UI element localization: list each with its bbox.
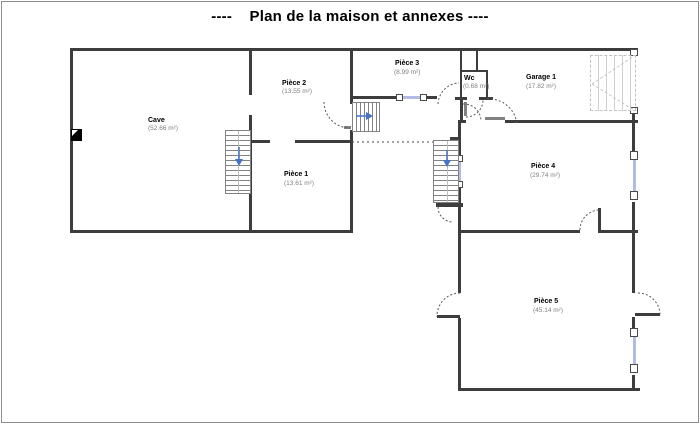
room-area-wc: (0.68 m²) xyxy=(463,83,490,90)
wall xyxy=(437,315,460,318)
wall xyxy=(350,130,353,233)
wall xyxy=(458,318,461,391)
wall xyxy=(598,208,601,233)
door-arc-piece4-entry xyxy=(462,103,482,122)
window-end xyxy=(630,151,638,160)
room-label-piece3: Pièce 3 xyxy=(395,60,420,67)
wall xyxy=(635,313,660,316)
door-leaf xyxy=(485,117,505,120)
wall xyxy=(249,51,252,95)
window xyxy=(633,160,636,191)
wall xyxy=(632,375,635,391)
wall xyxy=(460,100,463,120)
wall xyxy=(427,96,437,99)
wall xyxy=(486,70,488,100)
wall xyxy=(460,72,462,100)
wall xyxy=(455,97,467,100)
wall xyxy=(476,51,478,70)
stair-arrowhead xyxy=(366,112,373,120)
room-area-garage1: (17.82 m²) xyxy=(526,83,556,90)
wall xyxy=(295,140,353,143)
room-area-piece4: (29.74 m²) xyxy=(530,172,560,179)
room-label-cave: Cave xyxy=(148,117,165,124)
plan-title: ---- Plan de la maison et annexes ---- xyxy=(211,8,489,25)
window xyxy=(633,337,636,364)
room-label-piece5: Pièce 5 xyxy=(534,298,559,305)
wall xyxy=(350,48,353,104)
stair-arrowhead xyxy=(235,159,243,166)
wall xyxy=(70,230,353,233)
room-area-piece2: (13.55 m²) xyxy=(282,88,312,95)
room-label-garage1: Garage 1 xyxy=(526,74,556,81)
stair-landing-edge xyxy=(436,203,463,207)
door-arc-wc xyxy=(465,99,484,118)
entry-door-notch xyxy=(72,130,78,136)
wall xyxy=(458,120,466,123)
door-arc-garage xyxy=(486,98,518,126)
wall xyxy=(632,202,635,293)
staircase-garage xyxy=(590,55,636,111)
door-arc-piece4-piece5 xyxy=(579,209,600,231)
door-arc-stairs-bottom xyxy=(437,206,454,223)
door-arc-piece2 xyxy=(323,101,351,129)
door-arc-piece5-left xyxy=(436,292,461,318)
wall xyxy=(599,230,638,233)
window xyxy=(458,162,461,181)
room-area-piece3: (8.99 m²) xyxy=(394,69,421,76)
door-arc-piece5-right xyxy=(637,292,661,316)
entry-door-icon xyxy=(71,129,82,141)
garage-stair-diagonal xyxy=(591,55,635,111)
wall xyxy=(70,48,638,51)
window-end xyxy=(630,328,638,337)
wall xyxy=(252,140,270,143)
window xyxy=(403,96,420,99)
window-end xyxy=(420,94,427,101)
door-leaf xyxy=(464,102,467,116)
wall xyxy=(450,137,458,140)
wall xyxy=(632,114,635,152)
stair-divider xyxy=(447,141,448,202)
door-arc-vestibule xyxy=(437,82,460,105)
room-area-cave: (52.66 m²) xyxy=(148,125,178,132)
wall xyxy=(479,97,493,100)
room-label-piece2: Pièce 2 xyxy=(282,80,307,87)
wall xyxy=(505,120,638,123)
wall xyxy=(458,388,640,391)
window-end xyxy=(630,191,638,200)
room-area-piece5: (45.14 m²) xyxy=(533,307,563,314)
staircase-hall xyxy=(433,140,459,203)
wall xyxy=(458,230,580,233)
room-label-piece4: Pièce 4 xyxy=(531,163,556,170)
wall xyxy=(460,70,488,72)
stair-arrowhead xyxy=(443,160,451,167)
room-label-wc: Wc xyxy=(464,75,475,82)
room-area-piece1: (13.61 m²) xyxy=(284,180,314,187)
wall xyxy=(458,233,461,293)
window-end xyxy=(396,94,403,101)
room-label-piece1: Pièce 1 xyxy=(284,171,309,178)
window-end xyxy=(630,364,638,373)
wall xyxy=(352,96,398,99)
wall xyxy=(632,317,635,332)
wall xyxy=(460,51,462,70)
